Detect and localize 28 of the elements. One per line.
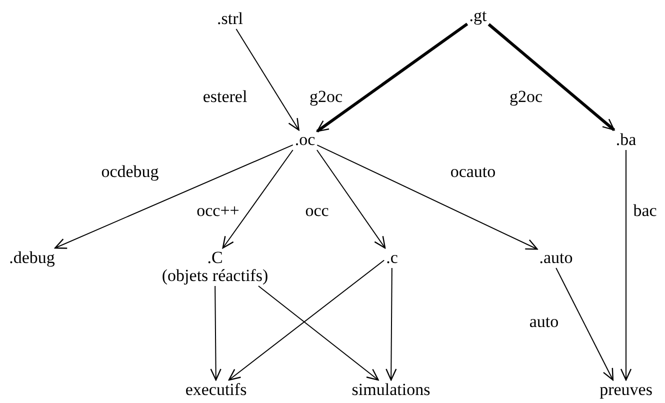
node-label: .auto [537, 248, 575, 268]
arrow [316, 150, 386, 249]
node-label: .gt [467, 6, 489, 26]
node-label: .c [384, 248, 400, 268]
arrow [210, 286, 222, 381]
node-caption: (objets réactifs) [162, 267, 268, 285]
node-label: .debug [7, 248, 57, 268]
arrow [620, 150, 632, 381]
edge-label: ocdebug [100, 163, 160, 181]
edge-label: g2oc [508, 88, 544, 106]
arrow [556, 268, 614, 381]
node-label: simulations [350, 380, 432, 400]
node-label: .oc [292, 130, 318, 150]
arrow [222, 150, 294, 249]
arrow [258, 286, 379, 381]
arrow [386, 268, 397, 381]
file-extension: .C [206, 249, 224, 267]
arrow [228, 260, 385, 381]
arrow [488, 23, 616, 132]
node-label: preuves [598, 380, 654, 400]
edge-label: g2oc [308, 88, 344, 106]
node-label: executifs [183, 380, 249, 400]
arrow [316, 22, 468, 133]
arrow [316, 144, 538, 250]
node-label: .ba [614, 130, 638, 150]
arrow [54, 144, 294, 249]
arrow [236, 28, 300, 131]
node-label: .strl [215, 9, 245, 29]
